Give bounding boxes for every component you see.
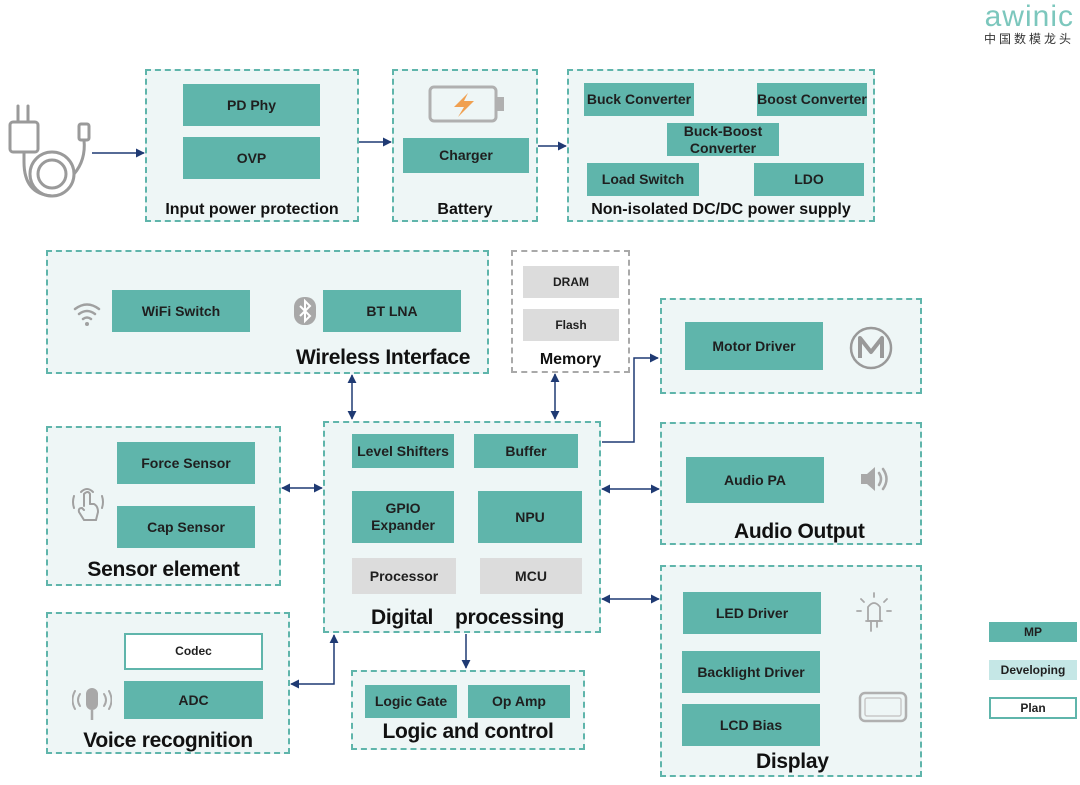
microphone-icon — [72, 688, 112, 720]
motor-driver-block: Motor Driver — [685, 322, 823, 370]
digital-processing-label-left: Digital — [371, 606, 434, 629]
ovp-block: OVP — [183, 137, 320, 179]
backlight-driver-block: Backlight Driver — [682, 651, 820, 693]
buffer-block: Buffer — [474, 434, 578, 468]
voice-recognition-group: Codec ADC Voice recognition — [46, 612, 290, 754]
wifi-icon — [73, 303, 101, 326]
display-label: Display — [756, 750, 829, 773]
legend-developing: Developing — [989, 660, 1077, 680]
motor-group: Motor Driver — [660, 298, 922, 394]
pd-phy-block: PD Phy — [183, 84, 320, 126]
load-switch-block: Load Switch — [587, 163, 699, 196]
dcdc-group: Buck Converter Boost Converter Buck-Boos… — [567, 69, 875, 222]
memory-label: Memory — [539, 351, 602, 368]
legend-plan: Plan — [989, 697, 1077, 719]
bluetooth-icon — [294, 297, 316, 325]
wireless-interface-label: Wireless Interface — [296, 346, 471, 369]
legend-mp: MP — [989, 622, 1077, 642]
voice-recognition-label: Voice recognition — [83, 729, 253, 752]
touch-hand-icon — [72, 488, 104, 521]
awinic-logo: awinic 中国数模龙头 — [983, 0, 1074, 47]
cap-sensor-block: Cap Sensor — [117, 506, 255, 548]
charger-plug-icon — [8, 104, 91, 198]
led-driver-block: LED Driver — [683, 592, 821, 634]
input-power-protection-label: Input power protection — [165, 201, 339, 218]
ldo-block: LDO — [754, 163, 864, 196]
input-power-protection-group: PD Phy OVP Input power protection — [145, 69, 359, 222]
boost-converter-block: Boost Converter — [757, 83, 867, 116]
digital-processing-group: Level Shifters Buffer GPIO Expander NPU … — [323, 421, 601, 633]
adc-block: ADC — [124, 681, 263, 719]
digital-processing-label-right: processing — [455, 606, 565, 629]
display-group: LED Driver Backlight Driver LCD Bias Dis… — [660, 565, 922, 777]
dcdc-label: Non-isolated DC/DC power supply — [591, 201, 851, 218]
op-amp-block: Op Amp — [468, 685, 570, 718]
bt-lna-block: BT LNA — [323, 290, 461, 332]
wireless-interface-group: WiFi Switch BT LNA Wireless Interface — [46, 250, 489, 374]
force-sensor-block: Force Sensor — [117, 442, 255, 484]
arrow-voice-digital — [290, 634, 339, 689]
sensor-element-group: Force Sensor Cap Sensor Sensor element — [46, 426, 281, 586]
battery-group: Charger Battery — [392, 69, 538, 222]
dram-block: DRAM — [523, 266, 619, 298]
led-icon — [856, 592, 892, 632]
sensor-element-label: Sensor element — [87, 558, 240, 581]
lcd-panel-icon — [858, 691, 908, 723]
memory-group: DRAM Flash Memory — [511, 250, 630, 373]
audio-pa-block: Audio PA — [686, 457, 824, 503]
logic-gate-block: Logic Gate — [365, 685, 457, 718]
mcu-block: MCU — [480, 558, 582, 594]
logic-control-label: Logic and control — [382, 720, 554, 743]
brand-name: awinic — [984, 0, 1074, 33]
charger-block: Charger — [403, 138, 529, 173]
lcd-bias-block: LCD Bias — [682, 704, 820, 746]
buck-boost-converter-block: Buck-Boost Converter — [667, 123, 779, 156]
battery-label: Battery — [437, 201, 493, 218]
flash-block: Flash — [523, 309, 619, 341]
arrow-digital-motor — [602, 353, 659, 443]
buck-converter-block: Buck Converter — [584, 83, 694, 116]
audio-output-label: Audio Output — [734, 520, 865, 543]
processor-block: Processor — [352, 558, 456, 594]
motor-icon — [849, 326, 893, 370]
speaker-icon — [861, 467, 888, 491]
battery-icon — [428, 85, 504, 123]
logic-control-group: Logic Gate Op Amp Logic and control — [351, 670, 585, 750]
wifi-switch-block: WiFi Switch — [112, 290, 250, 332]
codec-block: Codec — [124, 633, 263, 670]
brand-tagline: 中国数模龙头 — [983, 32, 1074, 46]
gpio-expander-block: GPIO Expander — [352, 491, 454, 543]
audio-output-group: Audio PA Audio Output — [660, 422, 922, 545]
npu-block: NPU — [478, 491, 582, 543]
level-shifters-block: Level Shifters — [352, 434, 454, 468]
